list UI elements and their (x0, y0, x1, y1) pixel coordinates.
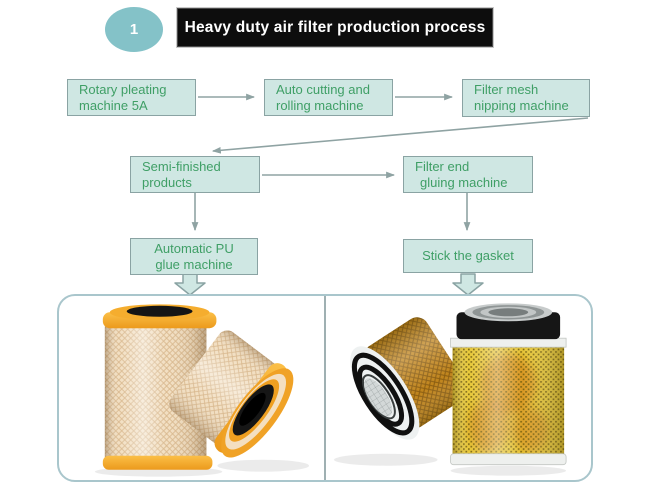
lying-amber-filter (350, 317, 469, 440)
panel-divider (324, 296, 326, 480)
flow-node-filter-end-gluing-machine: Filter end gluing machine (403, 156, 533, 193)
flow-node-label: Auto cutting and (276, 81, 370, 97)
flow-node-label: Automatic PU (154, 240, 234, 256)
filter-opening (126, 305, 193, 317)
flow-node-rotary-pleating-machine: Rotary pleating machine 5A (67, 79, 196, 116)
tilted-cream-filter (169, 330, 294, 458)
flow-node-automatic-pu-glue-machine: Automatic PU glue machine (130, 238, 258, 275)
flow-node-auto-cutting-rolling-machine: Auto cutting and rolling machine (264, 79, 393, 116)
flow-node-label: Semi-finished (142, 158, 221, 174)
flow-node-label: gluing machine (420, 174, 508, 190)
filter-shadow (333, 453, 438, 466)
title-banner: Heavy duty air filter production process (176, 7, 494, 48)
flow-node-label: Stick the gasket (422, 248, 514, 263)
filter-shadow (217, 459, 310, 472)
flow-node-label: rolling machine (276, 97, 364, 113)
flow-node-label: Filter mesh (474, 82, 539, 97)
flow-node-label: nipping machine (474, 98, 569, 113)
flow-node-label: glue machine (155, 256, 233, 272)
air-filter-photo-left (94, 304, 310, 477)
block-arrow-down-icon (174, 273, 206, 296)
air-filter-photo-right (333, 303, 567, 476)
upright-yellow-filter (450, 303, 567, 466)
right-product-photo (326, 296, 591, 480)
flow-node-semi-finished-products: Semi-finished products (130, 156, 260, 193)
flow-node-label: machine 5A (79, 97, 148, 113)
flow-node-label: Rotary pleating (79, 81, 167, 97)
page-title: Heavy duty air filter production process (184, 18, 486, 36)
filter-shadow (450, 465, 567, 476)
block-arrow-down-icon (452, 273, 484, 296)
flow-node-label: Filter end (415, 158, 470, 174)
product-photo-panel (57, 294, 593, 482)
flow-node-filter-mesh-nipping-machine: Filter mesh nipping machine (462, 79, 590, 117)
step-number: 1 (129, 21, 139, 38)
filter-top-mesh (488, 308, 529, 317)
left-product-photo (59, 296, 324, 480)
flow-node-stick-the-gasket: Stick the gasket (403, 239, 533, 273)
inner-mesh-tube (363, 378, 393, 417)
flow-node-label: products (142, 174, 192, 190)
arrow-diagonal-icon (211, 117, 589, 154)
step-badge: 1 (105, 7, 163, 52)
